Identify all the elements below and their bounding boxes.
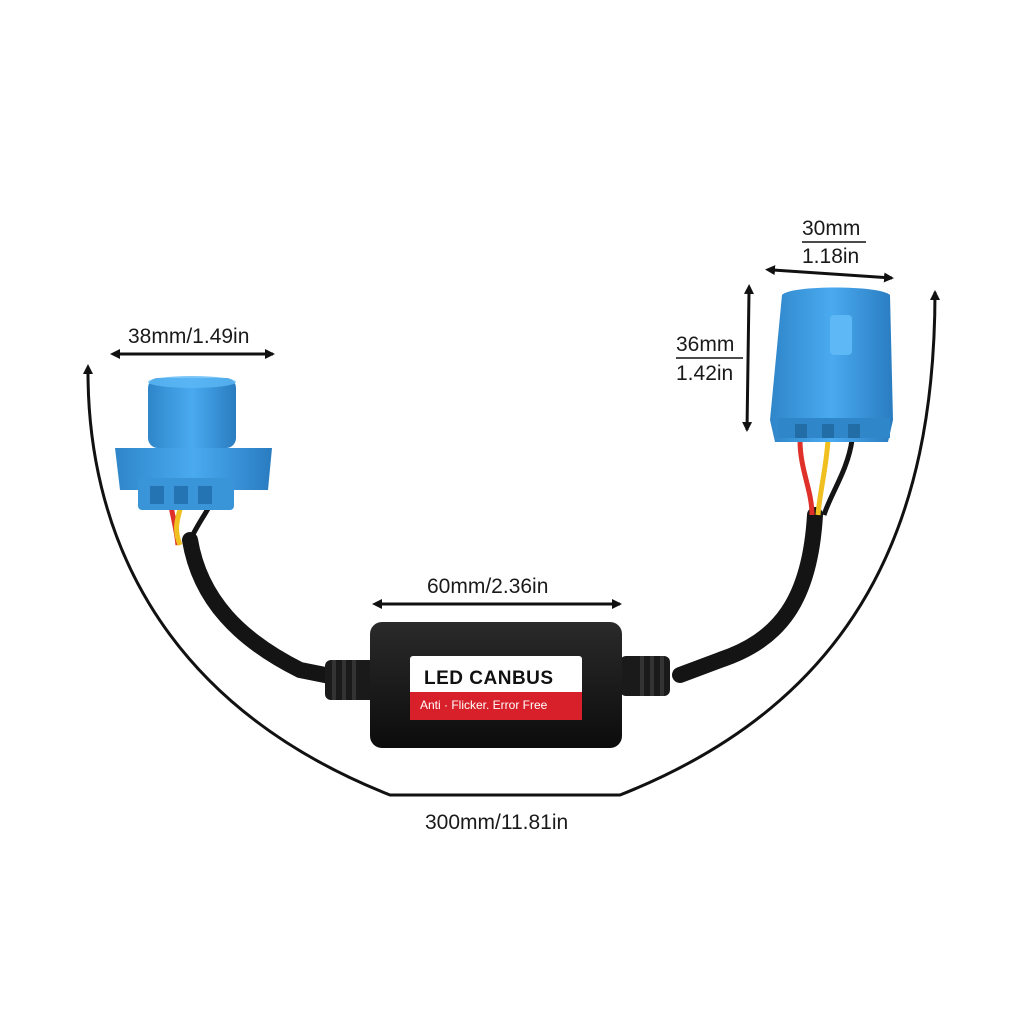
module-length-label: 60mm/2.36in (427, 575, 549, 598)
right-connector-height-mm-label: 36mm (676, 333, 735, 356)
left-connector (115, 376, 272, 510)
right-connector-width-in-label: 1.18in (802, 245, 860, 268)
cable-length-label: 300mm/11.81in (425, 811, 569, 834)
cable (182, 507, 823, 700)
canbus-module (370, 622, 622, 748)
right-connector-width-mm-label: 30mm (802, 217, 861, 240)
right-connector-height-in-label: 1.42in (676, 362, 734, 385)
left-connector-width-label: 38mm/1.49in (128, 325, 250, 348)
right-connector-height-arrow (742, 284, 754, 432)
right-wires (797, 439, 855, 516)
module-brand-label: LED CANBUS (424, 668, 554, 689)
module-tagline-label: Anti · Flicker. Error Free (420, 698, 548, 712)
cable-length-arc (83, 290, 940, 797)
right-connector (770, 287, 893, 442)
right-connector-width-arrow (765, 265, 894, 283)
